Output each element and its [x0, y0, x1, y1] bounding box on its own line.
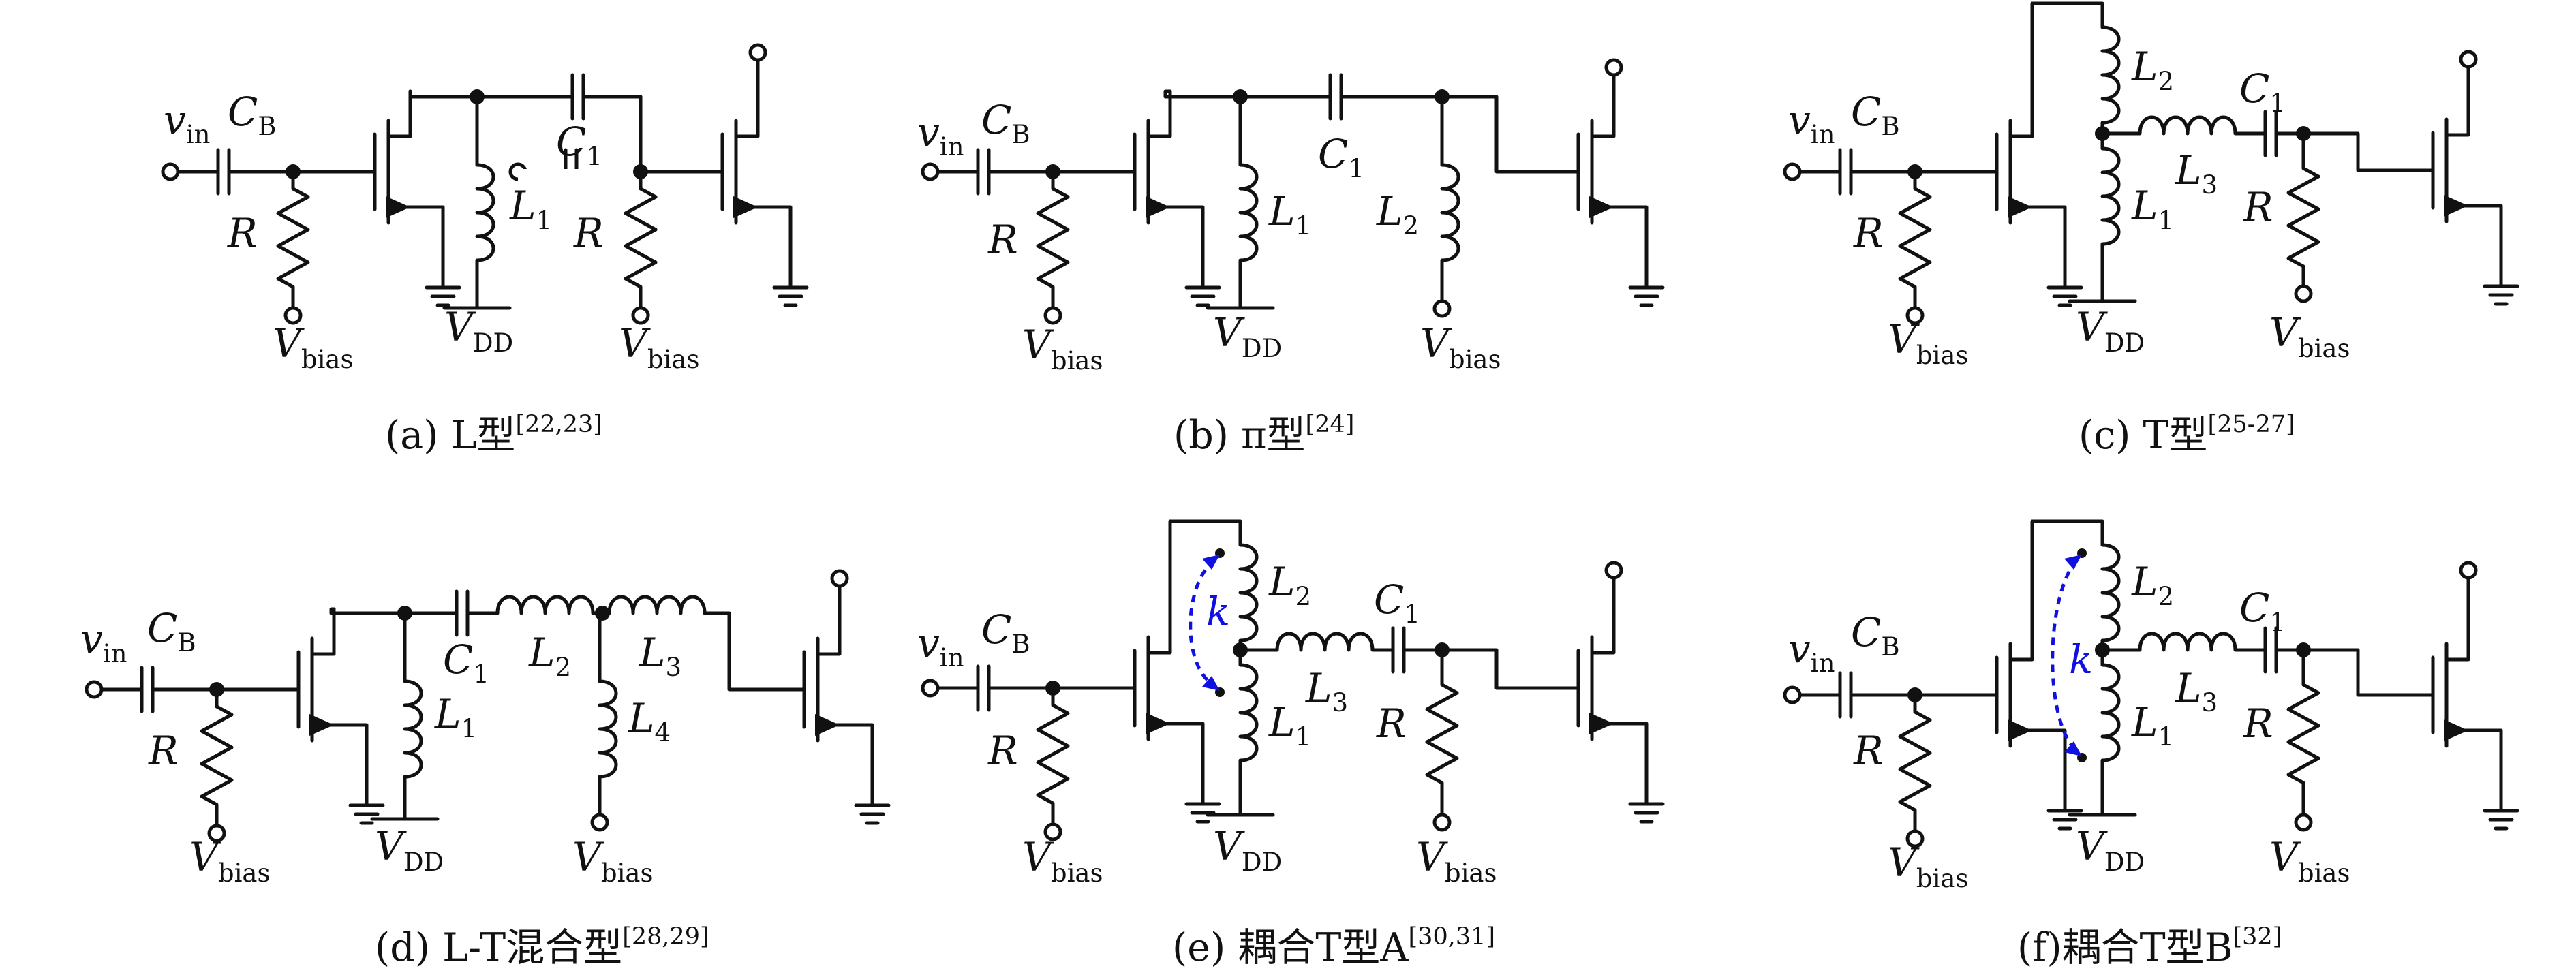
panel-d-lt-hybrid	[87, 569, 889, 841]
caption-b: (b) π型[24]	[1174, 411, 1354, 458]
svg-text:vin: vin	[164, 97, 210, 149]
svg-text:L1: L1	[2131, 699, 2174, 751]
svg-text:VDD: VDD	[444, 304, 513, 358]
svg-text:L3: L3	[2175, 665, 2218, 717]
svg-text:L1: L1	[1268, 699, 1311, 751]
panel-captions: (a) L型[22,23] (b) π型[24] (c) T型[25-27] (…	[375, 411, 2295, 970]
svg-text:Vbias: Vbias	[572, 834, 653, 888]
caption-c: (c) T型[25-27]	[2079, 411, 2295, 458]
svg-text:Vbias: Vbias	[1022, 834, 1103, 888]
svg-text:VDD: VDD	[1213, 309, 1282, 363]
panel-f-coupled-t-b	[1785, 519, 2517, 846]
svg-text:CB: CB	[981, 97, 1030, 149]
svg-text:CB: CB	[1851, 609, 1900, 662]
svg-text:vin: vin	[917, 109, 964, 161]
caption-a: (a) L型[22,23]	[385, 411, 602, 458]
svg-text:Vbias: Vbias	[619, 320, 699, 374]
svg-text:L1: L1	[509, 183, 552, 235]
svg-text:Vbias: Vbias	[2269, 834, 2350, 888]
coupling-k-label: k	[2069, 636, 2093, 683]
svg-text:L1: L1	[1268, 188, 1311, 241]
svg-text:vin: vin	[1788, 97, 1835, 149]
svg-text:Vbias: Vbias	[273, 320, 353, 374]
svg-text:C1: C1	[443, 636, 489, 689]
svg-text:VDD: VDD	[375, 823, 444, 877]
panel-b-pi-type	[923, 58, 1663, 323]
svg-text:L2: L2	[2131, 559, 2174, 611]
r-label: R	[573, 210, 604, 256]
svg-text:C1: C1	[556, 119, 602, 171]
panel-c-t-type	[1785, 1, 2517, 323]
svg-text:Vbias: Vbias	[1420, 320, 1501, 374]
svg-text:L1: L1	[2131, 183, 2174, 235]
svg-text:R: R	[1853, 210, 1884, 256]
svg-text:L2: L2	[528, 630, 571, 682]
svg-text:Vbias: Vbias	[1888, 316, 1968, 370]
component-labels: vin CB R Vbias L1 C1 R VDD Vbias vin CB …	[80, 44, 2350, 893]
svg-text:Vbias: Vbias	[1022, 322, 1103, 375]
svg-text:vin: vin	[1788, 625, 1835, 678]
svg-text:CB: CB	[228, 89, 277, 141]
svg-text:vin: vin	[917, 620, 964, 672]
svg-text:L4: L4	[628, 695, 671, 747]
caption-f: (f)耦合T型B[32]	[2017, 923, 2282, 970]
svg-text:C1: C1	[1374, 576, 1420, 629]
svg-text:L2: L2	[2131, 44, 2174, 96]
svg-text:R: R	[2243, 184, 2273, 230]
svg-text:R: R	[1853, 728, 1884, 774]
svg-text:VDD: VDD	[2076, 823, 2145, 877]
svg-text:L1: L1	[434, 691, 477, 743]
svg-text:Vbias: Vbias	[2269, 309, 2350, 363]
svg-text:L2: L2	[1268, 559, 1311, 611]
svg-text:R: R	[1376, 700, 1407, 747]
panel-a-l-type	[163, 43, 807, 325]
vdd-label: V	[444, 304, 476, 350]
coupling-k-label: k	[1206, 589, 1230, 635]
svg-text:VDD: VDD	[1213, 823, 1282, 877]
svg-text:L3: L3	[639, 630, 681, 682]
svg-text:C1: C1	[2239, 65, 2286, 118]
svg-text:R: R	[148, 728, 179, 774]
svg-text:Vbias: Vbias	[1416, 834, 1497, 888]
l1-label: L	[509, 183, 536, 229]
vin-label: v	[164, 97, 186, 143]
svg-text:Vbias: Vbias	[189, 834, 270, 888]
c1-label: C	[556, 119, 586, 165]
svg-text:L2: L2	[1376, 188, 1419, 241]
svg-text:C1: C1	[2239, 585, 2286, 637]
svg-text:R: R	[987, 728, 1018, 774]
caption-d: (d) L-T混合型[28,29]	[375, 923, 709, 970]
svg-text:CB: CB	[147, 605, 196, 657]
svg-text:Vbias: Vbias	[1888, 839, 1968, 893]
cb-label: C	[228, 89, 258, 135]
vbias-label: V	[273, 320, 305, 367]
svg-text:CB: CB	[1851, 89, 1900, 141]
svg-text:vin: vin	[80, 616, 127, 668]
svg-text:C1: C1	[1318, 131, 1364, 183]
svg-text:VDD: VDD	[2076, 304, 2145, 358]
svg-text:L3: L3	[1305, 665, 1348, 717]
vbias-label: V	[619, 320, 651, 367]
caption-e: (e) 耦合T型A[30,31]	[1172, 923, 1495, 970]
svg-text:R: R	[987, 217, 1018, 263]
r-label: R	[227, 210, 258, 256]
svg-text:L3: L3	[2175, 147, 2218, 200]
panel-e-coupled-t-a	[923, 519, 1663, 839]
svg-text:R: R	[2243, 700, 2273, 747]
svg-text:CB: CB	[981, 606, 1030, 659]
